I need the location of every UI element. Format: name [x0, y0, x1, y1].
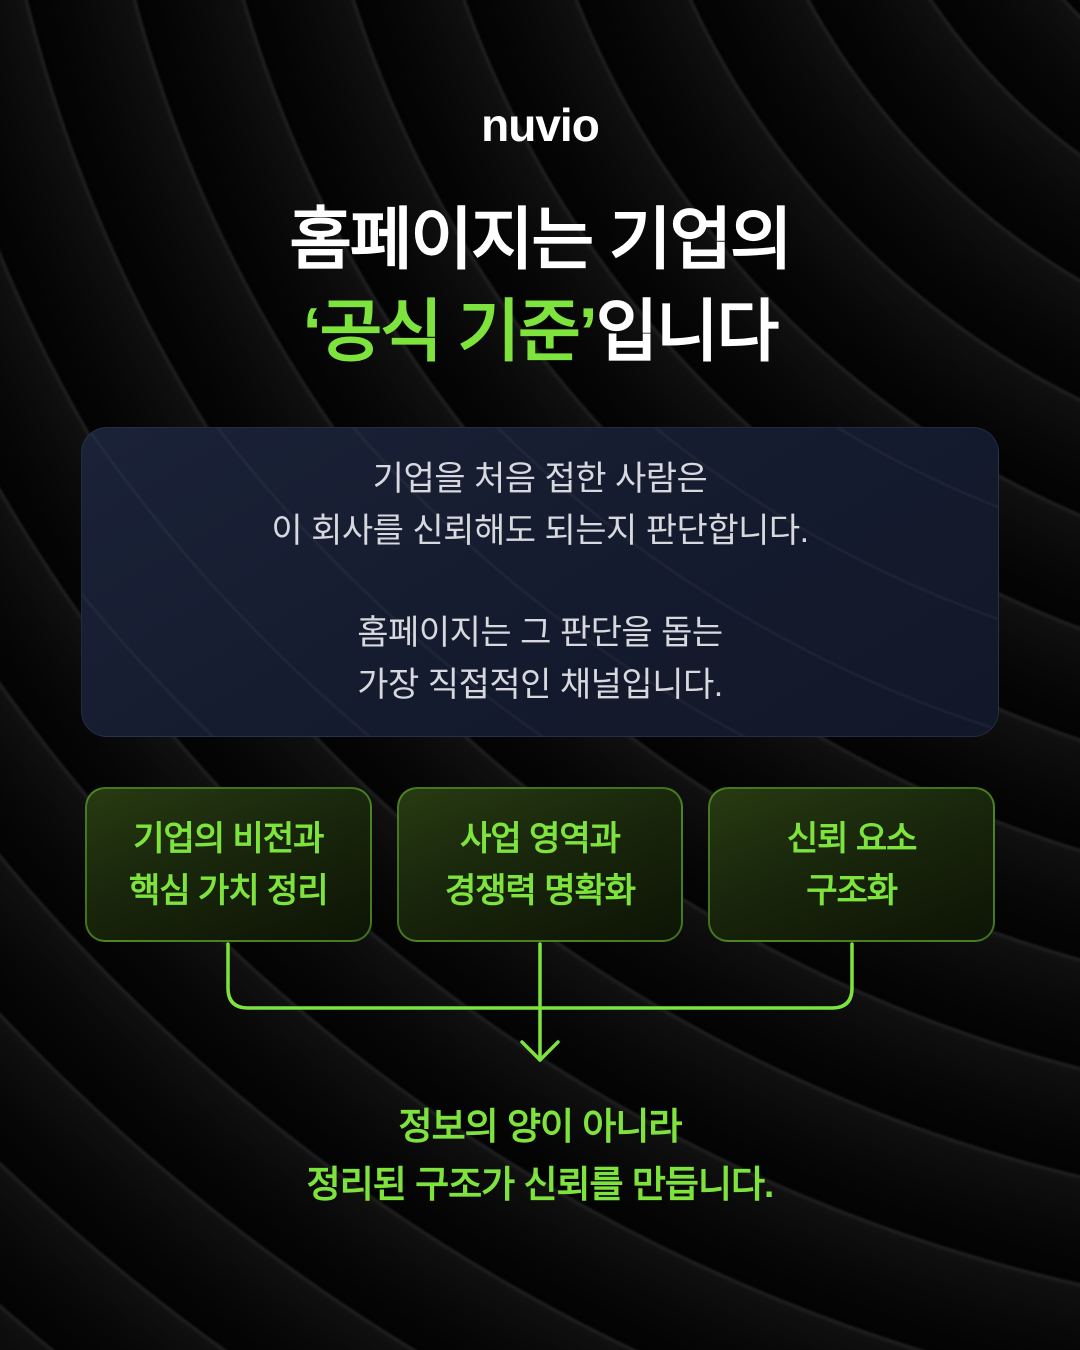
pillar-boxes: 기업의 비전과 핵심 가치 정리 사업 영역과 경쟁력 명확화 신뢰 요소 구조…	[85, 787, 996, 942]
intro-paragraph-1: 기업을 처음 접한 사람은 이 회사를 신뢰해도 되는지 판단합니다.	[271, 453, 809, 557]
intro-card: 기업을 처음 접한 사람은 이 회사를 신뢰해도 되는지 판단합니다. 홈페이지…	[81, 427, 999, 737]
brand-logo: nuvio	[481, 99, 600, 151]
footer-line2: 정리된 구조가 신뢰를 만듭니다.	[306, 1164, 775, 1205]
pillar-box-trust-line2: 구조화	[806, 871, 898, 910]
pillar-box-business-line1: 사업 영역과	[460, 819, 621, 858]
headline: 홈페이지는 기업의 ‘공식 기준’입니다	[0, 194, 1080, 378]
headline-line2: ‘공식 기준’입니다	[0, 286, 1080, 378]
pillar-box-trust: 신뢰 요소 구조화	[708, 787, 996, 942]
pillar-box-vision-line2: 핵심 가치 정리	[129, 871, 329, 910]
headline-highlight: ‘공식 기준’	[302, 294, 598, 370]
intro-p1-line2: 이 회사를 신뢰해도 되는지 판단합니다.	[271, 512, 809, 550]
arrow-head-icon	[520, 1040, 560, 1062]
pillar-box-vision: 기업의 비전과 핵심 가치 정리	[85, 787, 372, 942]
footer-line1: 정보의 양이 아니라	[398, 1106, 683, 1147]
intro-paragraph-2: 홈페이지는 그 판단을 돕는 가장 직접적인 채널입니다.	[357, 607, 723, 711]
headline-line1: 홈페이지는 기업의	[289, 202, 792, 278]
flow-connector-arrow	[226, 942, 854, 1062]
pillar-box-business: 사업 영역과 경쟁력 명확화	[396, 787, 684, 942]
footer-message: 정보의 양이 아니라 정리된 구조가 신뢰를 만듭니다.	[0, 1098, 1080, 1214]
pillar-box-business-line2: 경쟁력 명확화	[444, 871, 636, 910]
pillar-box-trust-line1: 신뢰 요소	[786, 819, 918, 858]
intro-p1-line1: 기업을 처음 접한 사람은	[372, 460, 708, 498]
intro-p2-line1: 홈페이지는 그 판단을 돕는	[357, 614, 723, 652]
pillar-box-vision-line1: 기업의 비전과	[133, 819, 324, 858]
intro-p2-line2: 가장 직접적인 채널입니다.	[357, 666, 723, 704]
headline-suffix: 입니다	[595, 294, 780, 370]
